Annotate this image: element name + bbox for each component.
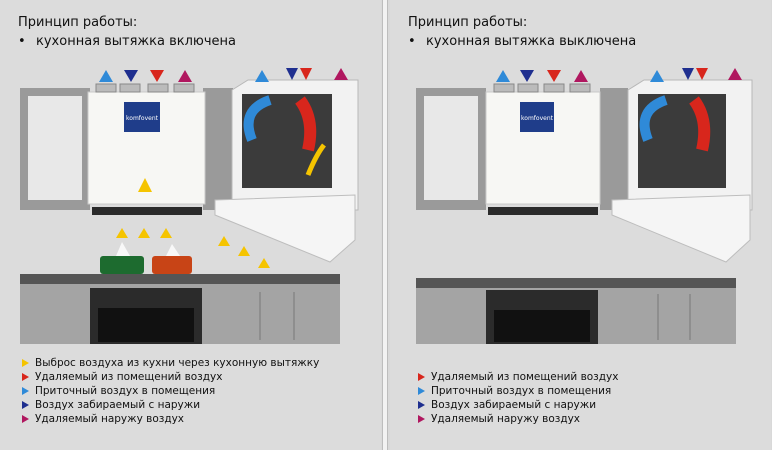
subtitle-hood-off: • кухонная вытяжка выключена [408,34,636,49]
komfovent-logo [520,102,554,132]
pot-orange [152,256,192,274]
title-hood-on: Принцип работы: [18,15,138,30]
blue-arrow-icon [418,387,425,395]
magenta-arrow-icon [418,415,425,423]
navy-arrow-icon [418,401,425,409]
subtitle-hood-on: • кухонная вытяжка включена [18,34,236,49]
subtitle-text: кухонная вытяжка включена [36,34,237,49]
cabinet-door [424,96,478,200]
pot-green [100,256,144,274]
panel-hood-off: komfovent Принцип работы: • кухонная вытя… [390,0,771,450]
red-arrow-icon [22,373,29,381]
countertop [20,274,340,284]
upper-cabinet-mid [203,88,233,210]
extract-air-arrow [547,70,561,82]
hood-slot [488,207,598,215]
legend-item: Выброс воздуха из кухни через кухонную в… [22,356,319,370]
legend-item: Приточный воздух в помещения [22,384,319,398]
supply-air-arrow [99,70,113,82]
legend-hood-on: Выброс воздуха из кухни через кухонную в… [22,356,319,426]
navy-arrow-icon [22,401,29,409]
panel-divider [382,0,388,450]
outdoor-air-arrow [520,70,534,82]
komfovent-logo [124,102,160,132]
exhaust-air-arrow [574,70,588,82]
subtitle-text: кухонная вытяжка выключена [426,34,637,49]
magenta-arrow-icon [22,415,29,423]
yellow-arrow-icon [22,359,29,367]
title-hood-off: Принцип работы: [408,15,528,30]
kitchen-exhaust-arrow [138,178,152,192]
cabinet-door [28,96,82,200]
extract-air-arrow [150,70,164,82]
legend-item: Воздух забираемый с наружи [418,398,618,412]
legend-hood-off: Удаляемый из помещений воздух Приточный … [418,370,618,426]
kitchen-illustration-off: komfovent [416,68,753,344]
kitchen-hood [611,194,751,263]
hood-slot [92,207,202,215]
logo-label: komfovent [521,115,554,122]
supply-air-arrow [496,70,510,82]
exhaust-air-arrow [178,70,192,82]
upper-cabinet-mid [600,88,628,210]
red-arrow-icon [418,373,425,381]
blue-arrow-icon [22,387,29,395]
kitchen-illustration-on: komfovent [20,68,359,344]
legend-item: Удаляемый из помещений воздух [22,370,319,384]
bullet: • [408,34,416,49]
logo-label: komfovent [126,115,159,122]
legend-item: Воздух забираемый с наружи [22,398,319,412]
legend-item: Удаляемый наружу воздух [418,412,618,426]
outdoor-air-arrow [124,70,138,82]
legend-item: Приточный воздух в помещения [418,384,618,398]
panel-hood-on: komfovent [0,0,381,450]
bullet: • [18,34,26,49]
legend-item: Удаляемый наружу воздух [22,412,319,426]
kitchen-hood [214,194,356,263]
countertop [416,278,736,288]
legend-item: Удаляемый из помещений воздух [418,370,618,384]
